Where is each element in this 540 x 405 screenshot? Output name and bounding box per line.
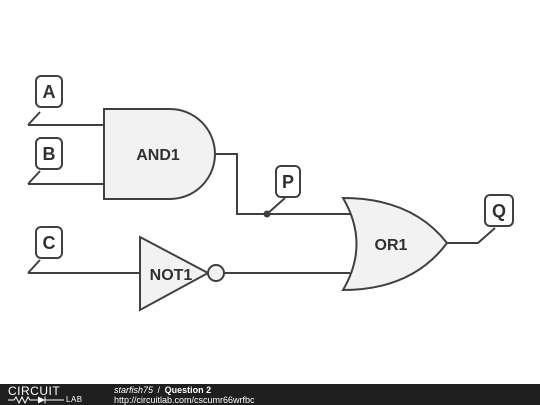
label-q: Q xyxy=(492,201,506,221)
logo-lab-row: LAB xyxy=(8,395,98,405)
and1-label: AND1 xyxy=(136,147,180,164)
stub-b xyxy=(27,170,41,185)
circuit-title: Question 2 xyxy=(164,385,212,395)
label-c: C xyxy=(43,233,56,253)
label-box-b[interactable] xyxy=(35,137,63,170)
wire-p-stub xyxy=(266,197,286,215)
circuitlab-logo[interactable]: CIRCUIT LAB xyxy=(8,384,98,405)
author-link[interactable]: starfish75 xyxy=(114,385,154,395)
and1-gate[interactable] xyxy=(103,108,216,200)
label-box-p[interactable] xyxy=(275,165,301,198)
resistor-diode-icon xyxy=(8,396,64,404)
not1-bubble xyxy=(207,264,225,282)
junction-p xyxy=(263,210,271,218)
stub-c xyxy=(27,259,41,274)
or1-gate[interactable] xyxy=(341,196,449,292)
logo-text-lab: LAB xyxy=(66,395,83,404)
label-box-c[interactable] xyxy=(35,226,63,259)
wire-q xyxy=(447,227,496,244)
circuit-diagram: AND1 NOT1 OR1 A B C P Q xyxy=(27,75,514,312)
label-box-q[interactable] xyxy=(484,194,514,227)
label-box-a[interactable] xyxy=(35,75,63,108)
not1-label: NOT1 xyxy=(150,267,193,284)
label-a: A xyxy=(43,82,56,102)
label-b: B xyxy=(43,144,56,164)
credit-separator: / xyxy=(157,385,161,395)
circuit-url[interactable]: http://circuitlab.com/cscumr66wrfbc xyxy=(114,395,255,405)
wire-and-out xyxy=(208,153,350,215)
logo-text-circuit: CIRCUIT xyxy=(8,384,61,398)
not1-gate[interactable] xyxy=(139,235,211,312)
stub-a xyxy=(27,111,41,126)
footer-bar: CIRCUIT LAB starfish75 / Question 2 http… xyxy=(0,384,540,405)
label-p: P xyxy=(282,172,294,192)
or1-label: OR1 xyxy=(375,237,408,254)
credit-line: starfish75 / Question 2 xyxy=(114,385,211,395)
